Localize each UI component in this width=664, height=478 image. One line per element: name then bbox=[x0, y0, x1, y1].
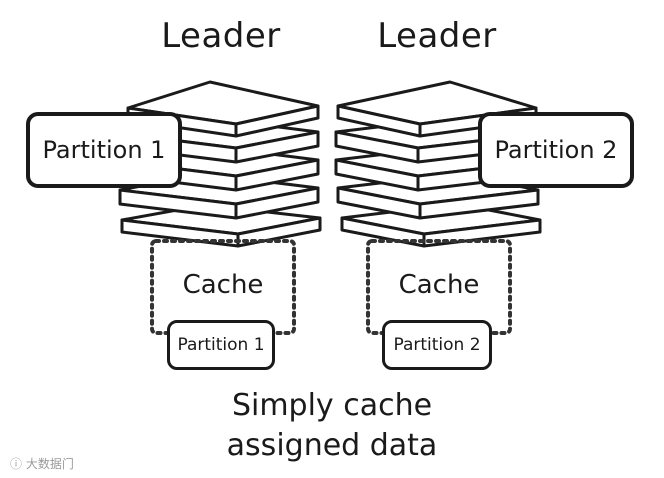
left-slab-3-front bbox=[234, 158, 320, 192]
right-cached-partition-label: Partition 2 bbox=[393, 335, 481, 355]
caption-line-1: Simply cache bbox=[231, 388, 433, 423]
left-cached-partition-label: Partition 1 bbox=[177, 335, 265, 355]
watermark-text: 大数据门 bbox=[25, 457, 74, 471]
right-cache-label: Cache bbox=[398, 270, 480, 300]
left-leader-label: Leader bbox=[161, 16, 281, 56]
watermark: ⓘ 大数据门 bbox=[10, 455, 74, 472]
right-slab-4-front bbox=[418, 188, 540, 220]
left-cached-partition-box: Partition 1 bbox=[167, 320, 275, 370]
right-partition-box: Partition 2 bbox=[478, 112, 634, 188]
right-leader-label: Leader bbox=[377, 16, 497, 56]
left-slab-2-front bbox=[234, 130, 320, 164]
left-cache-label: Cache bbox=[182, 270, 264, 300]
right-cached-partition-box: Partition 2 bbox=[382, 320, 492, 370]
watermark-logo-icon: ⓘ bbox=[10, 457, 23, 471]
left-partition-label: Partition 1 bbox=[42, 136, 166, 164]
left-slab-4-front bbox=[234, 186, 320, 220]
left-partition-box: Partition 1 bbox=[26, 112, 182, 188]
caption-line-2: assigned data bbox=[226, 428, 438, 463]
right-partition-label: Partition 2 bbox=[494, 136, 618, 164]
left-slab-1-front bbox=[234, 104, 320, 138]
